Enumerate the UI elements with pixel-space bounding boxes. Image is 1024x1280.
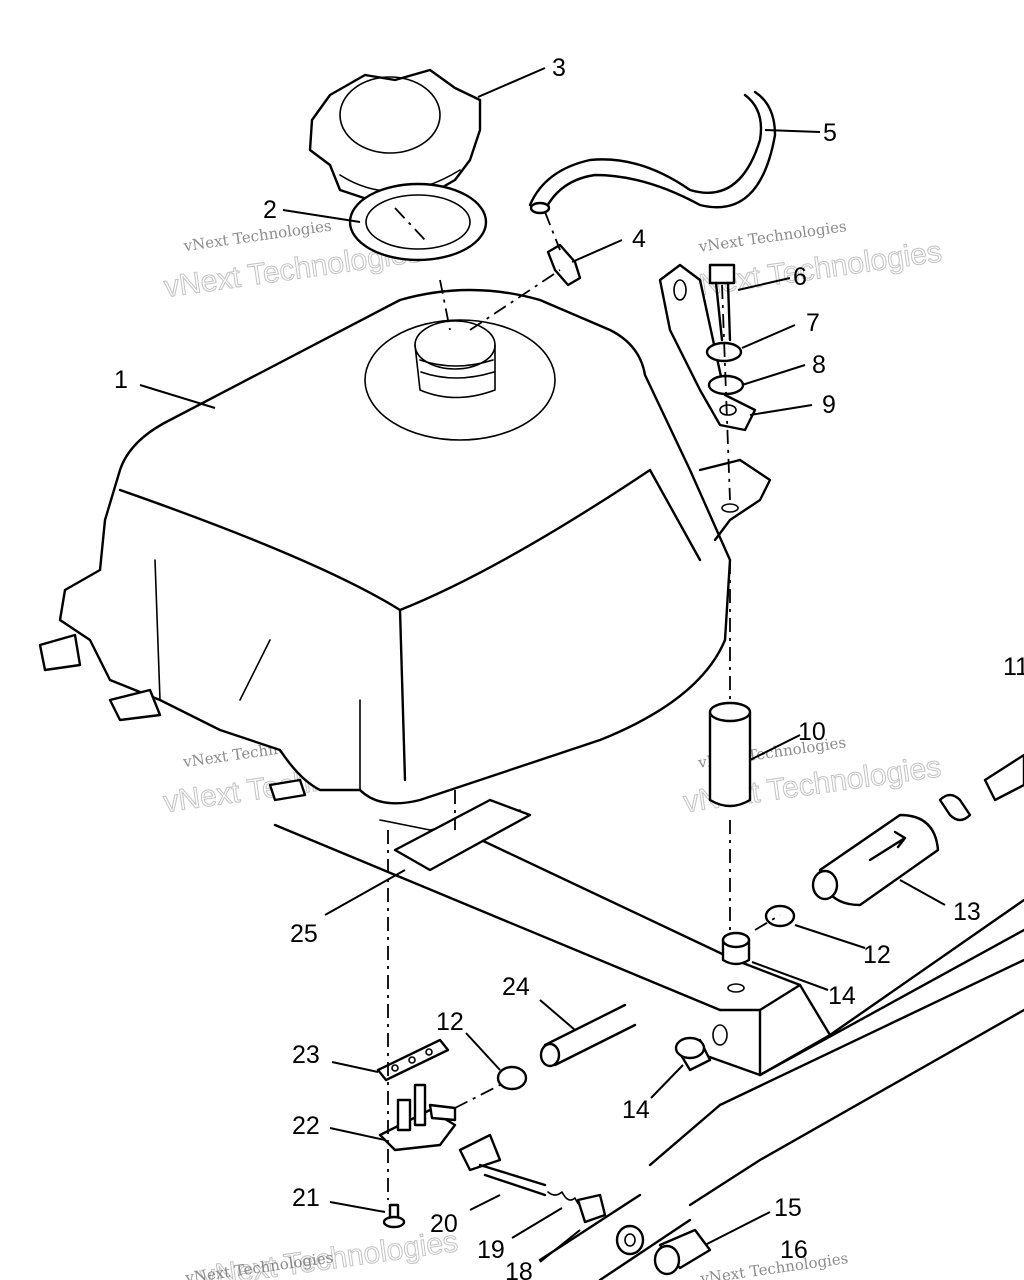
label-7: 7 — [806, 309, 820, 337]
label-14-lower: 14 — [622, 1096, 650, 1124]
watermark-text: vNext Technologies — [698, 1249, 849, 1280]
vent-fitting — [546, 243, 582, 287]
label-19: 19 — [477, 1236, 505, 1264]
fuel-line — [539, 1003, 637, 1068]
label-2: 2 — [263, 196, 277, 224]
label-9: 9 — [822, 391, 836, 419]
label-21: 21 — [292, 1184, 320, 1212]
leader-lines — [139, 67, 946, 1263]
valve-lever — [458, 1133, 607, 1224]
label-1: 1 — [114, 366, 128, 394]
fuel-tank — [38, 288, 772, 831]
fuel-filter — [811, 753, 1024, 907]
label-12-lower: 12 — [436, 1008, 464, 1036]
valve-screw — [382, 1203, 406, 1229]
part-labels: 1 2 3 4 5 6 7 8 9 10 11 12 12 13 14 14 1… — [114, 54, 1024, 1280]
bushing-lower — [674, 1036, 712, 1072]
fuel-valve — [378, 1083, 457, 1152]
label-4: 4 — [632, 225, 646, 253]
label-10: 10 — [798, 718, 826, 746]
watermark-text: vNext Technologies — [182, 217, 333, 256]
alignment-lines — [387, 207, 781, 1200]
tank-pad — [393, 798, 532, 872]
washer-18 — [615, 1224, 645, 1256]
hose-clamp-lower — [496, 1065, 528, 1091]
spacer-sleeve — [708, 701, 752, 808]
bushing-upper — [721, 931, 751, 993]
frame-rails — [273, 823, 1024, 1280]
label-11: 11 — [1003, 653, 1024, 681]
label-18: 18 — [505, 1258, 533, 1280]
label-22: 22 — [292, 1112, 320, 1140]
mount-plate — [376, 1038, 450, 1082]
watermark-bottom-left: vNext Technologies vNext Technologies — [183, 1224, 460, 1280]
fitting-15 — [653, 1228, 712, 1276]
watermark-bottom-right: vNext Technologies — [698, 1249, 849, 1280]
label-6: 6 — [793, 263, 807, 291]
label-15: 15 — [774, 1194, 802, 1222]
fuel-cap — [308, 68, 482, 217]
label-23: 23 — [292, 1041, 320, 1069]
hose-clamp-upper — [764, 904, 796, 928]
watermark-text: vNext Technologies — [697, 217, 848, 256]
label-25: 25 — [290, 920, 318, 948]
label-5: 5 — [823, 119, 837, 147]
label-20: 20 — [430, 1210, 458, 1238]
label-14-upper: 14 — [828, 982, 856, 1010]
label-24: 24 — [502, 973, 530, 1001]
vent-hose — [528, 90, 777, 215]
cap-gasket — [348, 182, 488, 262]
label-16: 16 — [780, 1236, 808, 1264]
label-12-upper: 12 — [863, 941, 891, 969]
label-13: 13 — [953, 898, 981, 926]
label-3: 3 — [552, 54, 566, 82]
label-8: 8 — [812, 351, 826, 379]
